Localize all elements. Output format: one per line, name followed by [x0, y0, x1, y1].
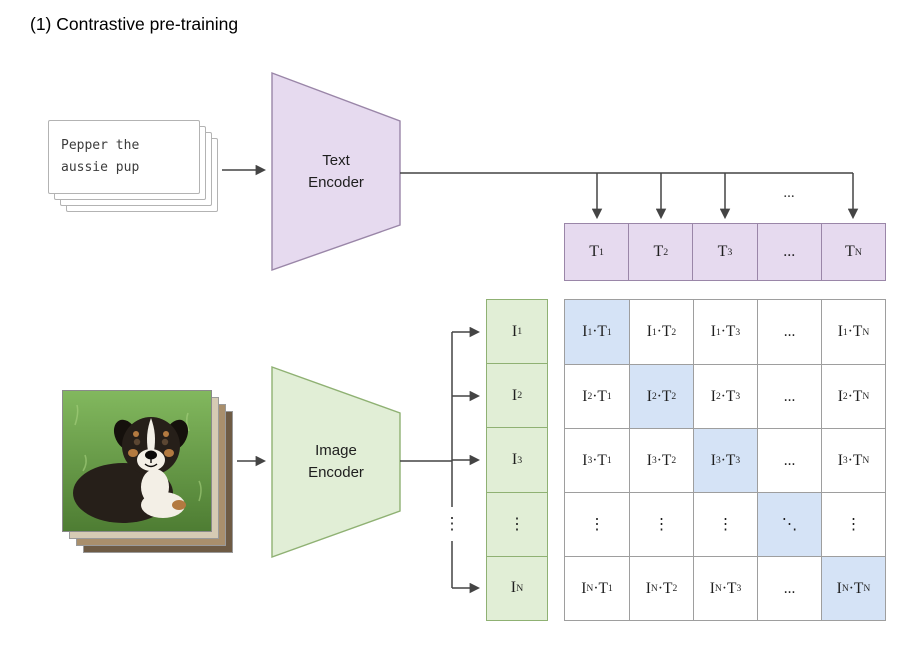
matrix-cell-2-4: ...	[757, 364, 821, 428]
image-stack	[62, 390, 237, 556]
image-encoder-label: Image Encoder	[308, 442, 364, 481]
puppy	[73, 417, 189, 523]
matrix-cell-4-3: ⋮	[693, 492, 757, 556]
matrix-cell-4-1: ⋮	[565, 492, 629, 556]
matrix-cell-3-4: ...	[757, 428, 821, 492]
text-encoder-shape	[271, 71, 401, 271]
image-embedding-cell-4: ⋮	[487, 491, 547, 556]
matrix-cell-4-2: ⋮	[629, 492, 693, 556]
matrix-cell-4-5: ⋮	[821, 492, 885, 556]
matrix-cell-4-4: ⋱	[757, 492, 821, 556]
puppy-illustration	[63, 391, 211, 531]
matrix-cell-5-4: ...	[757, 556, 821, 620]
text-card-stack: Pepper the aussie pup	[48, 120, 238, 230]
figure-title: (1) Contrastive pre-training	[30, 14, 239, 34]
matrix-cell-1-4: ...	[757, 300, 821, 364]
puppy-image	[62, 390, 212, 532]
t-row-ellipsis: ...	[783, 185, 795, 201]
text-encoder-label: Text Encoder	[308, 152, 364, 191]
text-card-caption: Pepper the aussie pup	[61, 137, 140, 175]
text-embedding-cell-4: ...	[756, 224, 821, 280]
image-encoder-shape	[271, 366, 401, 558]
text-card-front: Pepper the aussie pup	[48, 120, 200, 194]
flow-arrows	[222, 164, 859, 594]
image-branch-dots: ⋮	[444, 507, 461, 541]
